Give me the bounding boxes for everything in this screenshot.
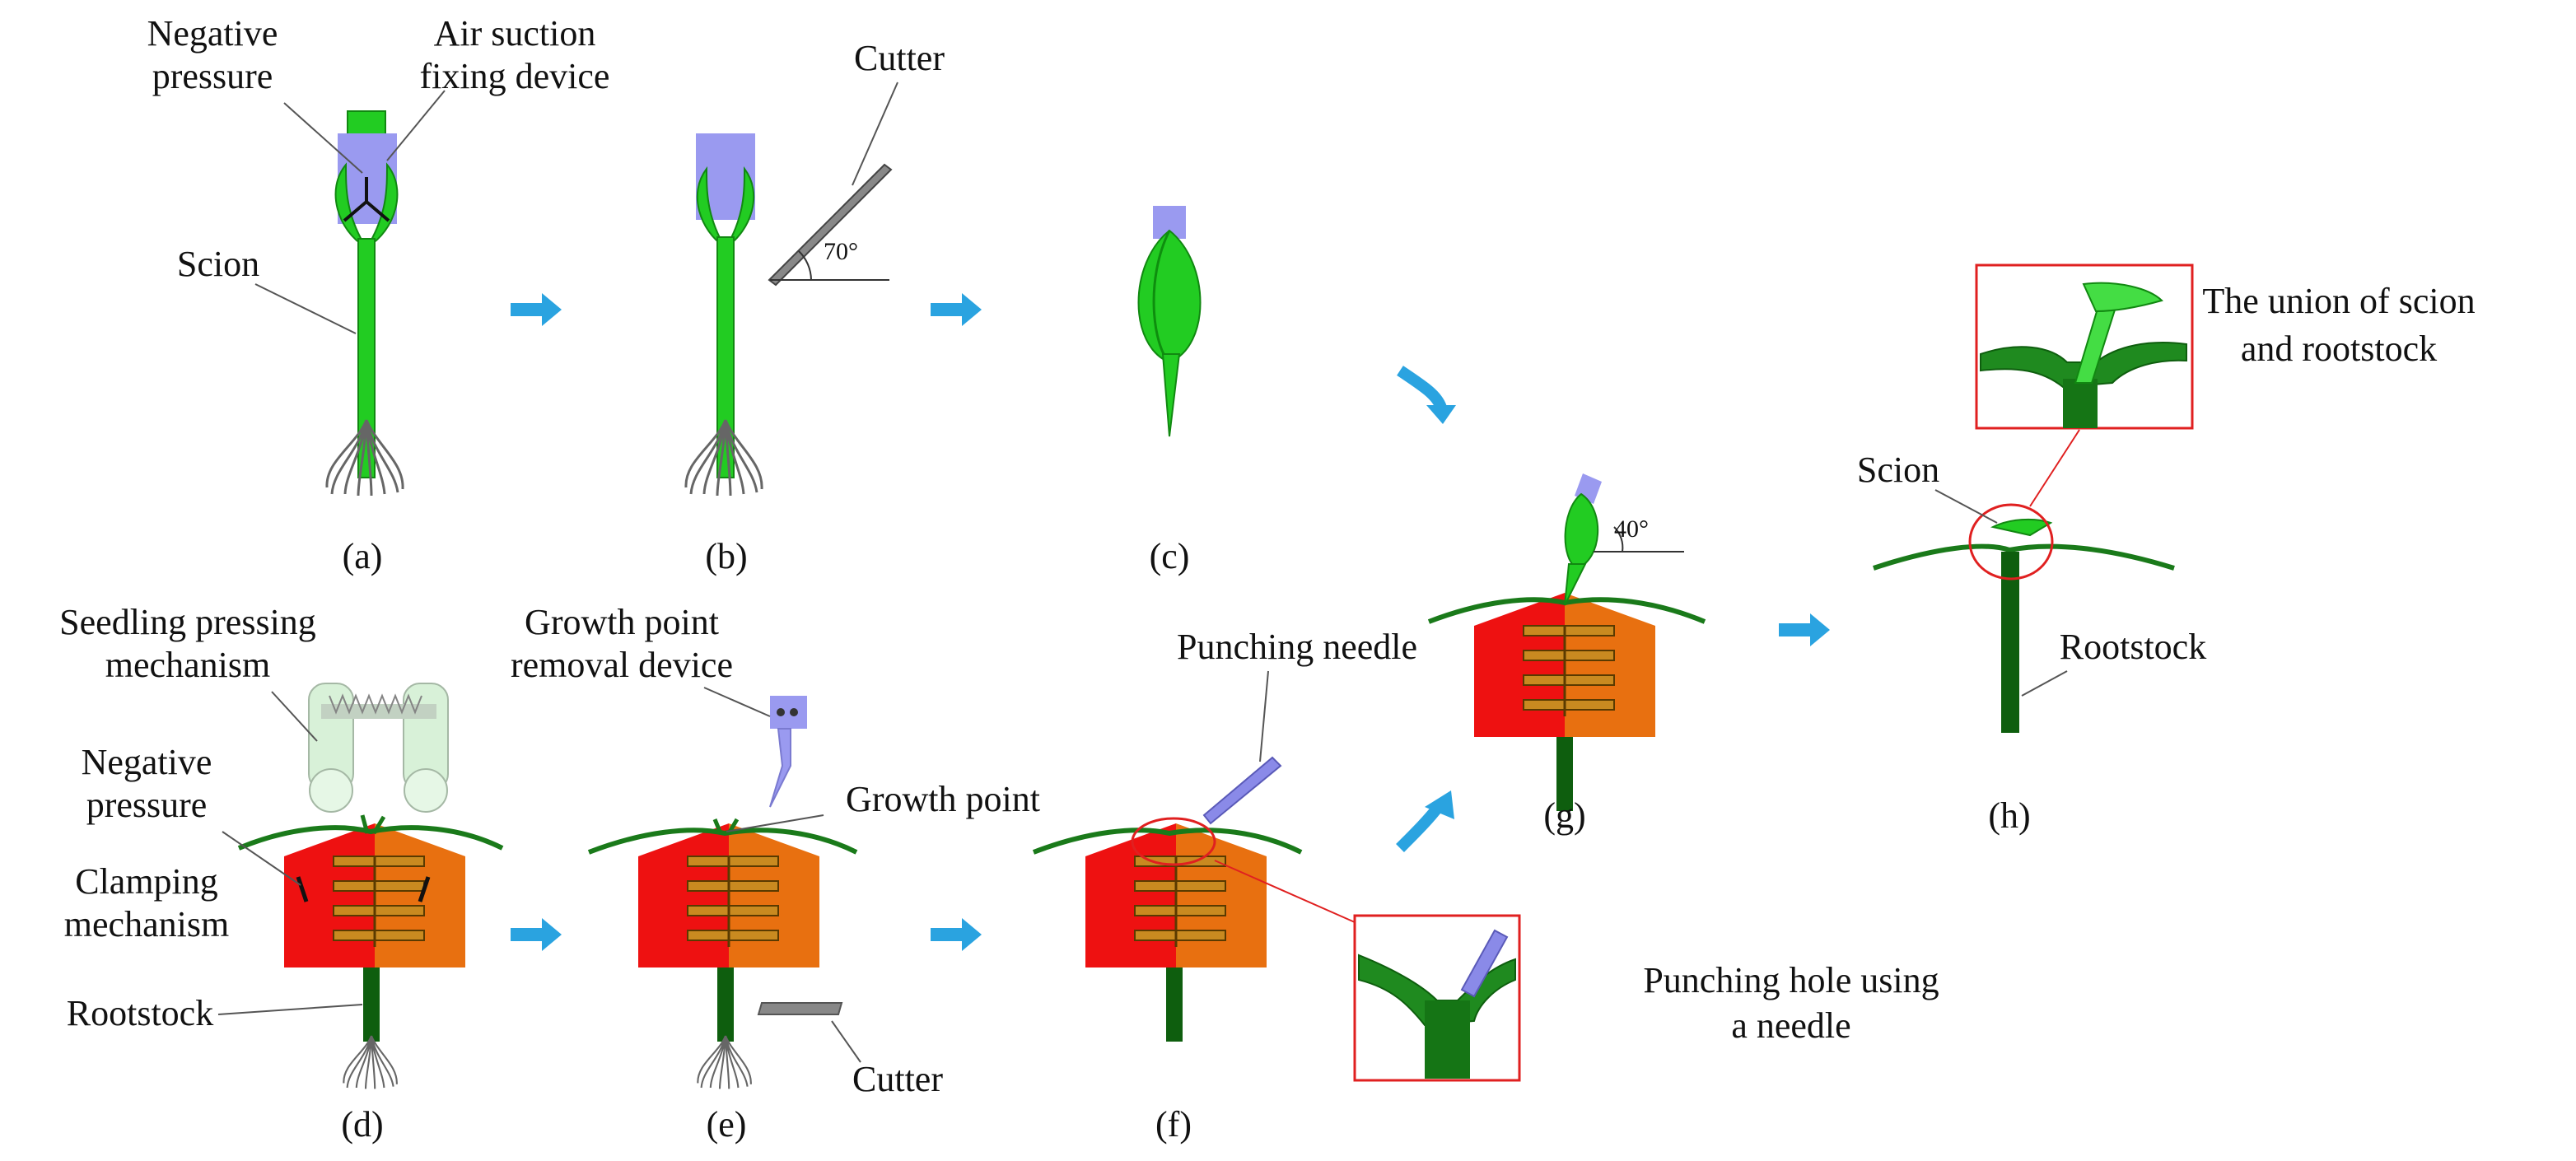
callout-circle bbox=[1131, 817, 1216, 866]
punching-needle bbox=[1202, 756, 1282, 825]
label-punching-hole: a needle bbox=[1731, 1005, 1850, 1046]
label-negative-pressure: Negative bbox=[147, 13, 278, 54]
seedling-pressing-mechanism bbox=[308, 683, 449, 813]
scion-leaves bbox=[1137, 229, 1202, 364]
rootstock-stem bbox=[363, 968, 380, 1042]
punching-needle bbox=[1460, 929, 1509, 998]
label-growth-point-removal-device: removal device bbox=[511, 645, 733, 685]
panel-f: Punching needle Punching hole using a ne… bbox=[1032, 627, 1939, 1145]
callout-circle bbox=[1968, 503, 2054, 580]
arrow-up-icon bbox=[1396, 801, 1444, 852]
label-union-of-scion-and-rootstock: The union of scion bbox=[2202, 281, 2475, 321]
panel-a: Negative pressure Air suction fixing dev… bbox=[147, 13, 610, 576]
rootstock-stem bbox=[1556, 737, 1573, 811]
rootstock-leaves bbox=[237, 825, 504, 851]
caption-c: (c) bbox=[1150, 536, 1190, 576]
caption-f: (f) bbox=[1155, 1104, 1192, 1145]
label-rootstock: Rootstock bbox=[67, 993, 213, 1033]
angle-label: 70° bbox=[824, 238, 858, 265]
label-seedling-pressing-mechanism: Seedling pressing bbox=[59, 602, 316, 642]
label-scion: Scion bbox=[1857, 450, 1939, 490]
scion-stem bbox=[716, 236, 735, 478]
label-air-suction-device: Air suction bbox=[434, 13, 596, 54]
label-negative-pressure: pressure bbox=[86, 785, 208, 825]
clamping-mechanism bbox=[282, 822, 467, 969]
arrow-right-icon bbox=[931, 293, 982, 326]
roots bbox=[697, 1034, 752, 1090]
cutter bbox=[768, 163, 893, 287]
label-scion: Scion bbox=[177, 244, 259, 284]
clamping-mechanism bbox=[1472, 591, 1657, 739]
caption-b: (b) bbox=[705, 536, 747, 576]
panel-h: The union of scion and rootstock Scion R… bbox=[1857, 263, 2476, 836]
label-cutter: Cutter bbox=[852, 1059, 943, 1099]
label-clamping-mechanism: Clamping bbox=[75, 861, 218, 902]
label-cutter: Cutter bbox=[854, 38, 945, 78]
label-clamping-mechanism: mechanism bbox=[64, 904, 229, 944]
zoom-inset-punching-hole bbox=[1353, 914, 1521, 1082]
caption-d: (d) bbox=[341, 1104, 383, 1145]
label-negative-pressure: Negative bbox=[82, 742, 212, 782]
roots bbox=[343, 1034, 398, 1090]
zoom-inset-union bbox=[1975, 263, 2194, 430]
caption-e: (e) bbox=[707, 1104, 747, 1145]
clamping-mechanism bbox=[637, 822, 821, 969]
angle-label: 40° bbox=[1614, 515, 1649, 543]
growth-point-removal-device bbox=[770, 696, 807, 729]
rootstock-leaves bbox=[1873, 543, 2175, 571]
label-negative-pressure: pressure bbox=[152, 56, 273, 96]
panel-g: 40° (g) bbox=[1427, 473, 1706, 836]
label-seedling-pressing-mechanism: mechanism bbox=[105, 645, 270, 685]
scion-stem bbox=[357, 238, 376, 478]
scion-cut-stem bbox=[1161, 353, 1181, 437]
label-growth-point-removal-device: Growth point bbox=[525, 602, 719, 642]
caption-h: (h) bbox=[1988, 795, 2030, 836]
panel-b: 70° Cutter (b) bbox=[684, 38, 945, 576]
label-rootstock: Rootstock bbox=[2060, 627, 2206, 667]
clamping-mechanism bbox=[1084, 822, 1268, 969]
arrow-right-icon bbox=[511, 918, 562, 951]
label-punching-hole: Punching hole using bbox=[1643, 960, 1939, 1000]
label-air-suction-device: fixing device bbox=[420, 56, 610, 96]
arrow-down-icon bbox=[1397, 366, 1447, 410]
scion-cut-stem bbox=[1564, 563, 1587, 606]
rootstock-stem bbox=[1166, 968, 1183, 1042]
panel-d: Seedling pressing mechanism Negative pre… bbox=[59, 602, 504, 1145]
rootstock-stem bbox=[2001, 552, 2019, 733]
arrow-right-icon bbox=[511, 293, 562, 326]
scion bbox=[1990, 518, 2053, 537]
panel-c: (c) bbox=[1137, 206, 1202, 576]
panel-e: Growth point removal device Growth point… bbox=[511, 602, 1040, 1145]
caption-g: (g) bbox=[1543, 795, 1585, 836]
rootstock-leaves bbox=[1032, 828, 1303, 855]
label-growth-point: Growth point bbox=[846, 779, 1040, 819]
label-punching-needle: Punching needle bbox=[1177, 627, 1417, 667]
rootstock-leaves bbox=[587, 828, 858, 855]
caption-a: (a) bbox=[343, 536, 383, 576]
arrow-right-icon bbox=[1779, 613, 1830, 646]
arrow-right-icon bbox=[931, 918, 982, 951]
cutter bbox=[757, 1002, 843, 1015]
rootstock-stem bbox=[717, 968, 734, 1042]
scion-leaves bbox=[1564, 492, 1598, 570]
label-union-of-scion-and-rootstock: and rootstock bbox=[2241, 329, 2437, 369]
